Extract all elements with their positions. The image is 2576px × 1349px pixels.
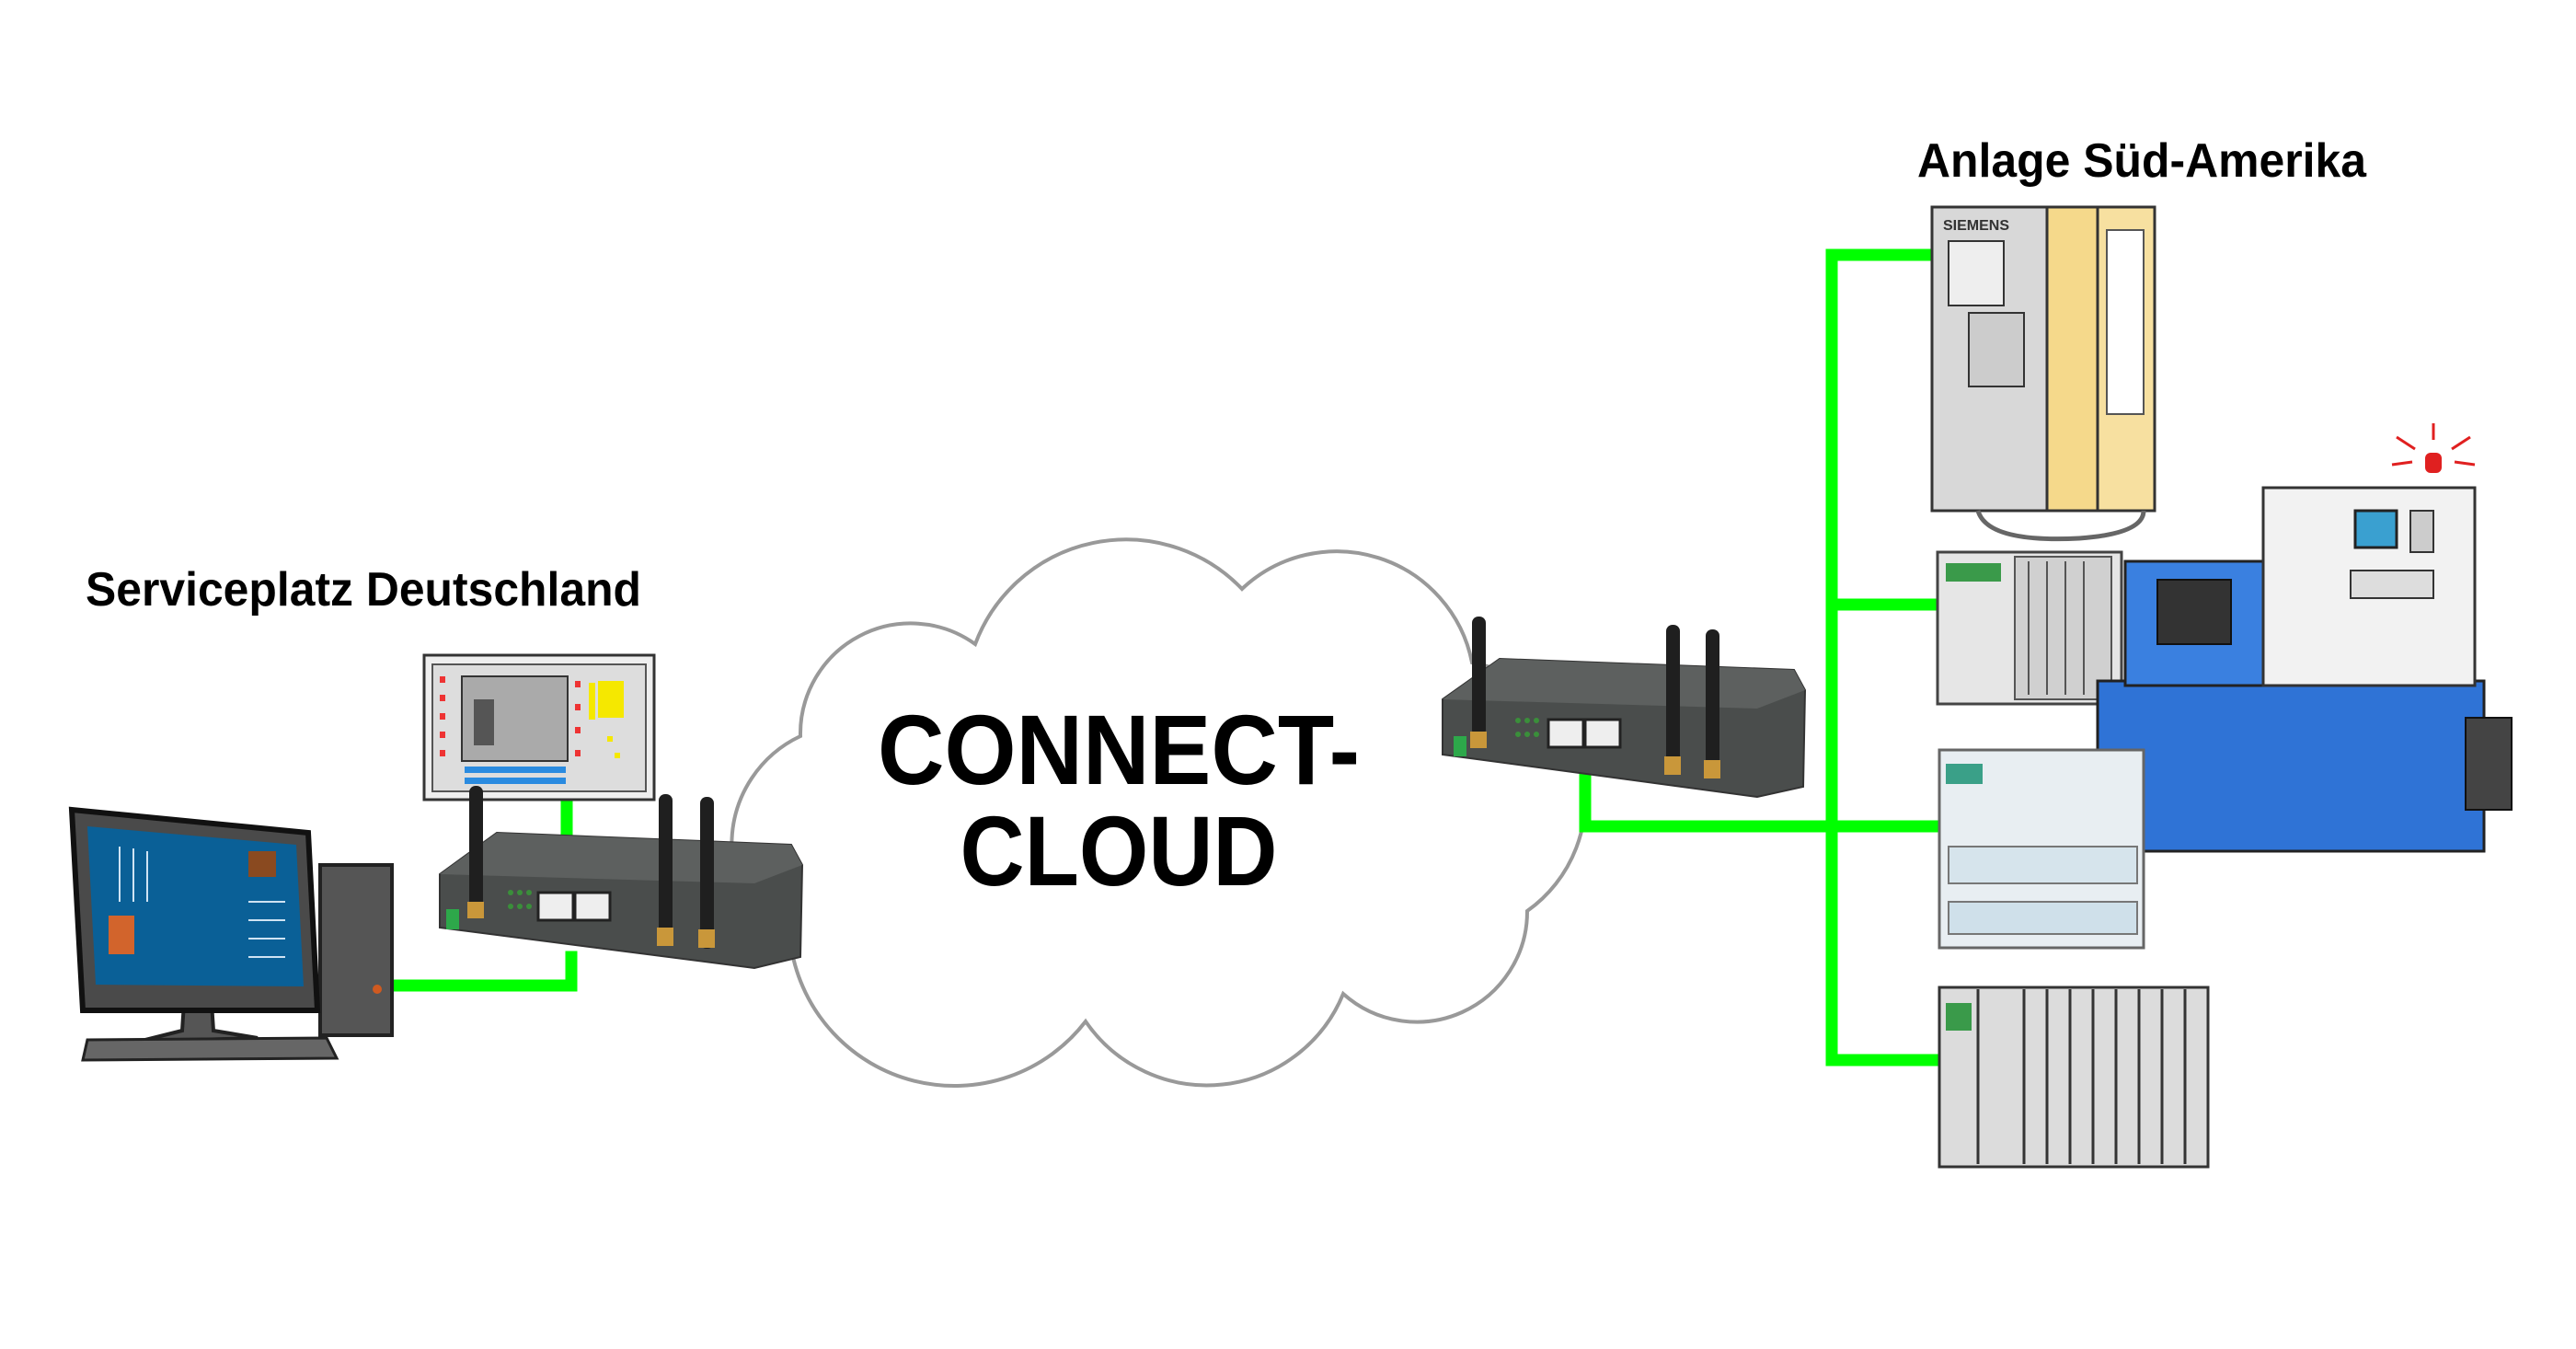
keyboard	[81, 1036, 339, 1062]
antenna-icon	[698, 797, 715, 949]
rj45-port	[1547, 718, 1585, 749]
network-links-left	[385, 792, 578, 992]
plc-s7-1200	[1938, 748, 2145, 950]
site-label-germany: Serviceplatz Deutschland	[86, 563, 641, 617]
warning-beacon-icon	[2391, 423, 2476, 473]
router-left	[439, 786, 804, 970]
cnc-machine	[2096, 423, 2513, 853]
cloud-title-line2: CLOUD	[960, 795, 1278, 906]
rj45-port	[536, 891, 575, 922]
cloud-title-line1: CONNECT-	[878, 694, 1360, 805]
router-right	[1442, 617, 1807, 799]
antenna-icon	[657, 794, 673, 946]
antenna-icon	[1470, 617, 1487, 748]
hmi-panel	[422, 653, 656, 801]
antenna-icon	[1704, 629, 1720, 778]
antenna-icon	[1664, 625, 1681, 775]
plc-s7-300-rack	[1938, 986, 2210, 1169]
computer-workstation	[68, 806, 394, 1062]
plc-brand-label: SIEMENS	[1943, 218, 2009, 234]
pc-tower	[318, 863, 394, 1037]
site-label-south-america: Anlage Süd-Amerika	[1917, 134, 2367, 188]
plc-s5: SIEMENS	[1930, 205, 2156, 542]
rj45-port	[1583, 718, 1622, 749]
rj45-port	[573, 891, 612, 922]
plc-compact	[1936, 550, 2123, 706]
network-links-right	[1579, 248, 1943, 1067]
antenna-icon	[467, 786, 484, 918]
